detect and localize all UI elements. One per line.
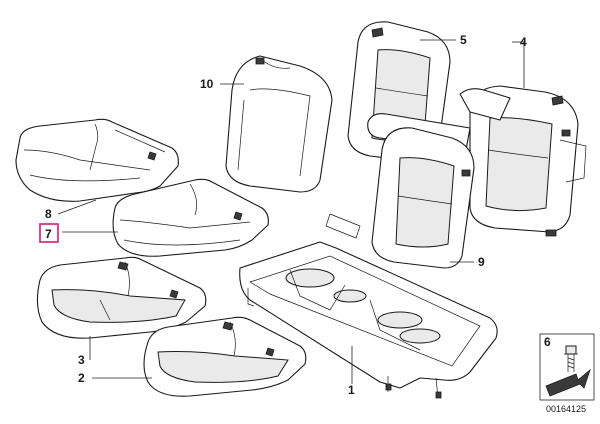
- callout-3[interactable]: 3: [78, 353, 85, 367]
- part-8-seat-pad[interactable]: [15, 118, 179, 202]
- callout-4[interactable]: 4: [520, 35, 527, 49]
- part-7-seat-cushion[interactable]: [112, 178, 269, 257]
- callout-5[interactable]: 5: [460, 33, 467, 47]
- callout-1[interactable]: 1: [348, 383, 355, 397]
- callout-6[interactable]: 6: [544, 335, 551, 349]
- part-6-bolt-panel[interactable]: [539, 333, 595, 401]
- callout-2[interactable]: 2: [78, 371, 85, 385]
- document-number: 00164125: [546, 404, 586, 414]
- part-1-seat-frame[interactable]: [239, 213, 498, 399]
- part-4-backrest-frame[interactable]: [469, 85, 587, 237]
- part-10-backrest-cover[interactable]: [225, 55, 333, 193]
- callout-8[interactable]: 8: [45, 207, 52, 221]
- leader-lines: [57, 39, 525, 384]
- part-2-seat-cover[interactable]: [143, 316, 307, 397]
- callout-7-highlight: [39, 223, 59, 243]
- callout-10[interactable]: 10: [200, 77, 214, 91]
- part-9-backrest[interactable]: [371, 127, 475, 269]
- callout-9[interactable]: 9: [478, 255, 485, 269]
- part-3-seat-cover[interactable]: [36, 256, 207, 339]
- callout-7[interactable]: 7: [45, 227, 52, 241]
